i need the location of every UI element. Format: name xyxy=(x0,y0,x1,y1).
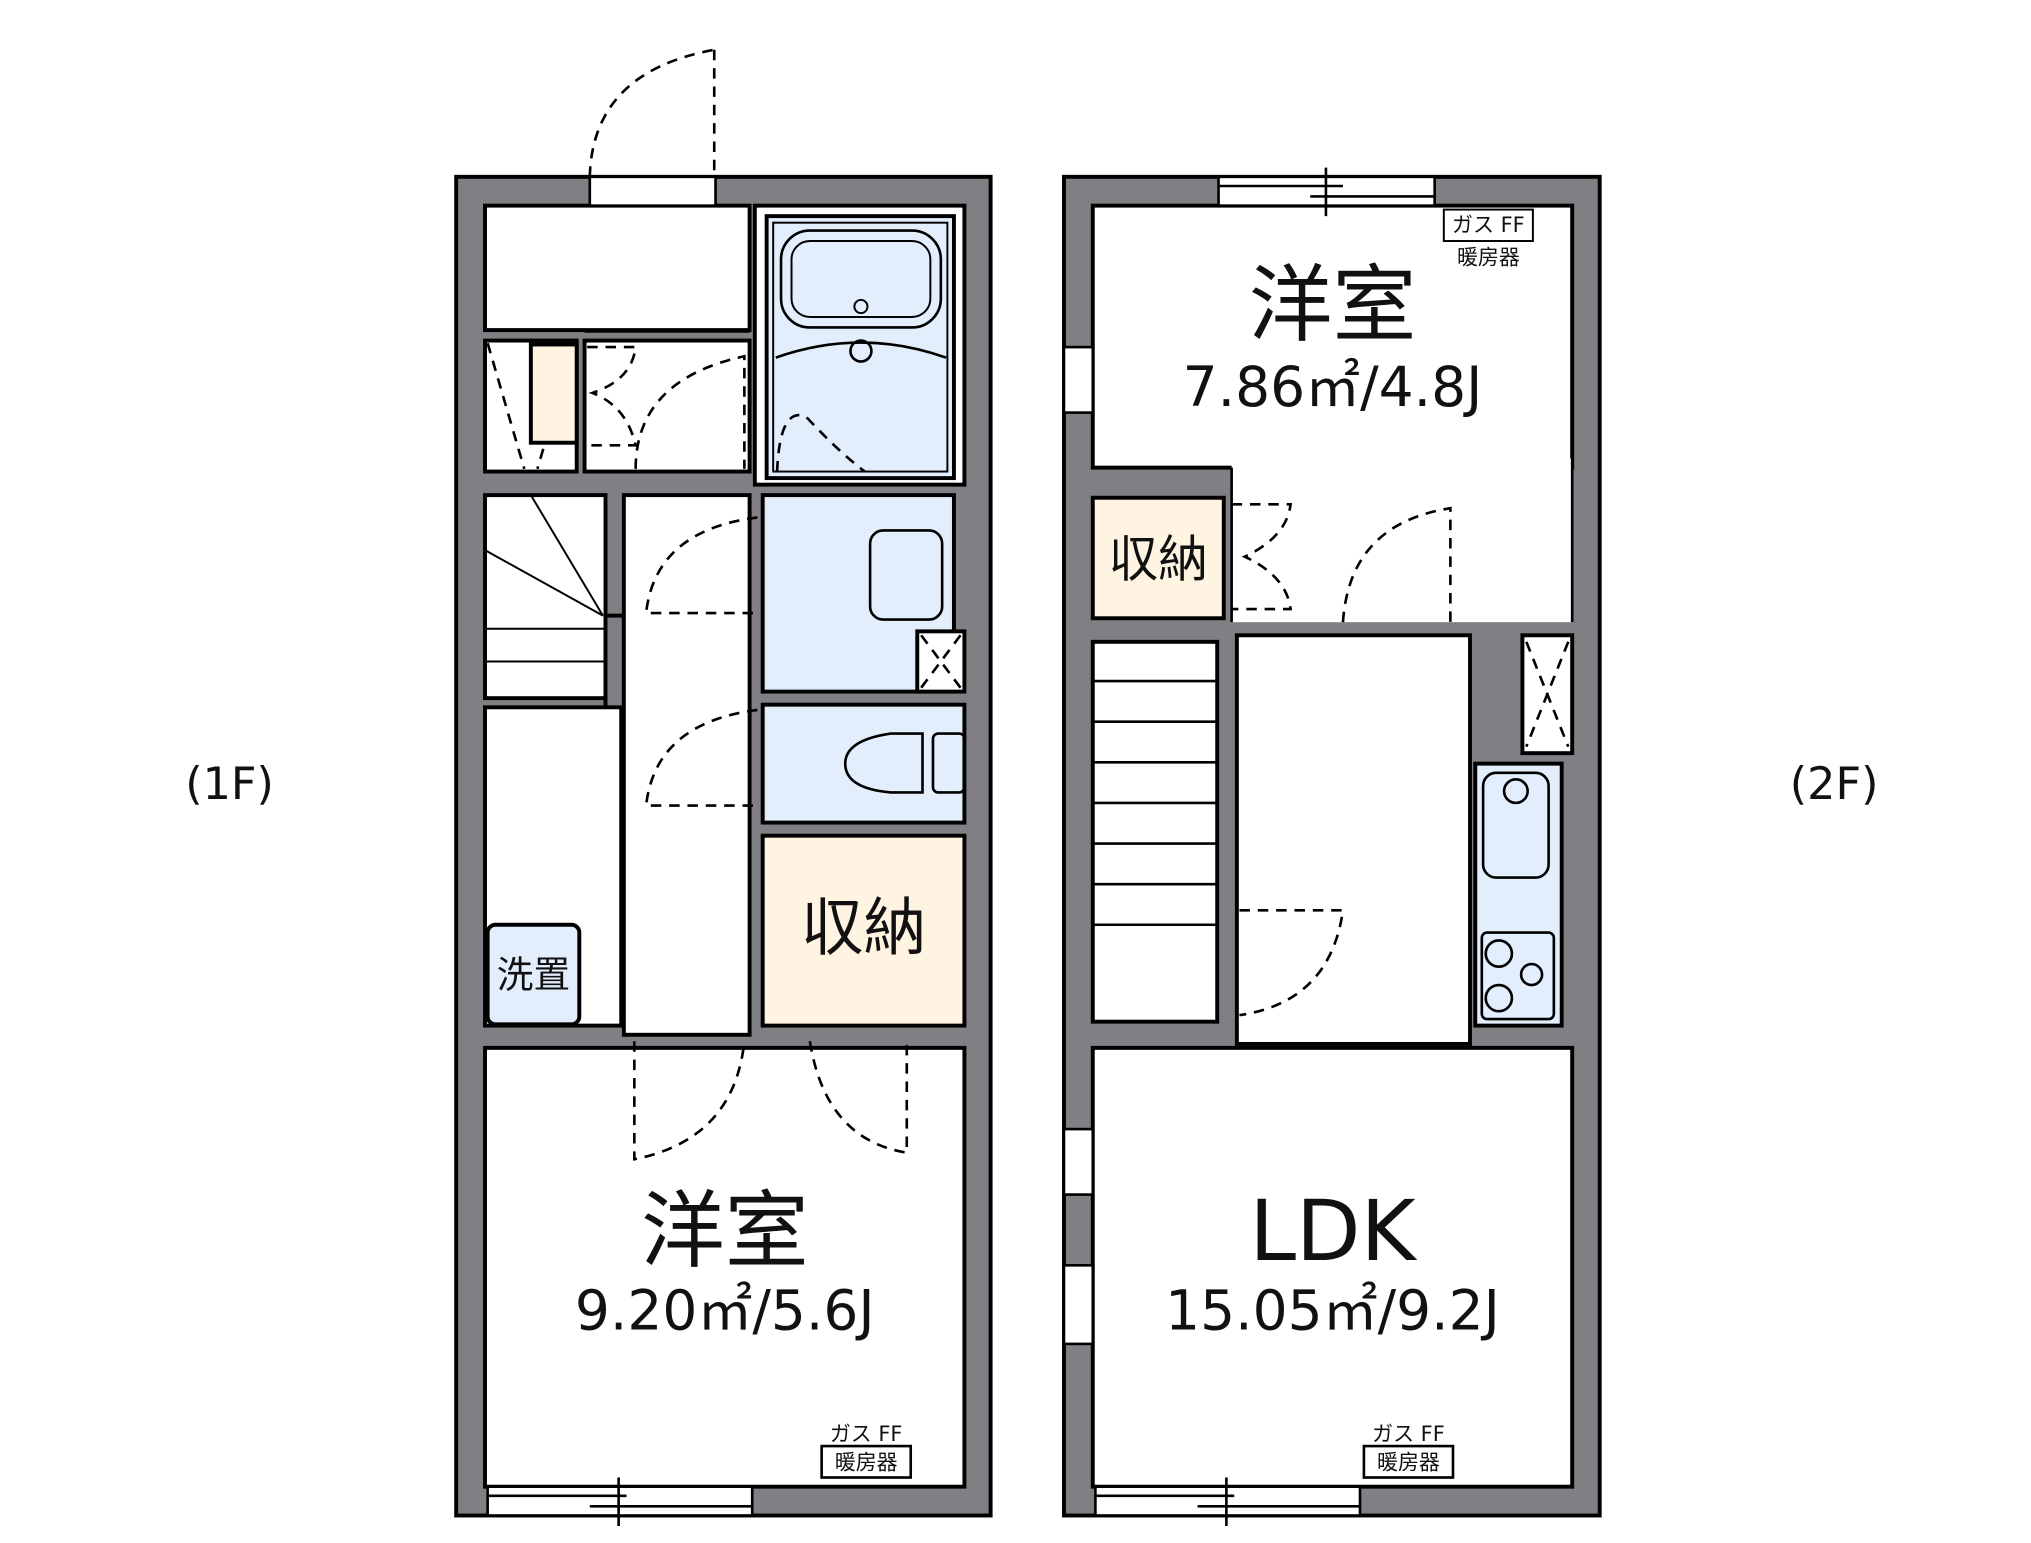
2f-ldk-name: LDK xyxy=(1249,1182,1417,1280)
2f-ldk-window-1 xyxy=(1062,1127,1095,1196)
drain-icon xyxy=(853,298,869,315)
bedroom-door-swing xyxy=(633,1041,746,1161)
2f-bedroom-door-swing xyxy=(1341,506,1452,623)
1f-entrance xyxy=(483,203,752,333)
2f-stair-door-swing xyxy=(1239,909,1345,1017)
1f-hallway xyxy=(621,493,752,1037)
2f-storage xyxy=(1090,495,1226,621)
1f-heater-type: ガス FF xyxy=(830,1422,903,1446)
2f-ldk-window-2 xyxy=(1062,1264,1095,1346)
1f-room-name: 洋室 xyxy=(641,1182,809,1280)
storage-door-swing xyxy=(808,1041,909,1155)
2f-ldk xyxy=(1090,1045,1575,1489)
washbasin-icon xyxy=(868,529,944,621)
toilet-room xyxy=(760,702,967,825)
1f-storage xyxy=(760,833,967,1028)
1f-room-area: 9.20㎡/5.6J xyxy=(575,1278,875,1342)
1f-western-room xyxy=(483,1045,967,1489)
sink-icon xyxy=(1481,771,1550,879)
2f-room-area: 7.86㎡/4.8J xyxy=(1183,355,1483,419)
toilet-door-swing xyxy=(644,708,758,807)
floor-2f: ガス FF 暖房器 洋室 7.86㎡/4.8J 収納 LDK 15.05㎡/9.… xyxy=(1061,167,1879,1526)
2f-room-name: 洋室 xyxy=(1249,256,1417,354)
2f-stairs xyxy=(1090,639,1220,1024)
2f-heater-bottom-label: 暖房器 xyxy=(1377,1451,1440,1475)
2f-storage-door-swing xyxy=(1231,502,1293,611)
2f-heater-bottom-icon xyxy=(1362,1444,1455,1479)
2f-heater-top-type: ガス FF xyxy=(1452,213,1525,237)
washer-label: 洗置 xyxy=(497,954,570,997)
faucet-icon xyxy=(849,339,873,363)
shoe-door-swing xyxy=(587,345,638,447)
1f-heater-icon xyxy=(820,1444,913,1479)
2f-heater-bottom-type: ガス FF xyxy=(1372,1422,1445,1446)
bathroom-door-swing xyxy=(644,516,758,615)
floor-label-1f: (1F) xyxy=(185,758,274,810)
2f-heater-top-label: 暖房器 xyxy=(1457,246,1520,270)
washing-machine-space xyxy=(485,922,582,1027)
1f-storage-label: 収納 xyxy=(801,892,927,965)
vestibule-door-swing xyxy=(634,354,746,469)
toilet-icon xyxy=(843,732,924,794)
stove-icon xyxy=(1480,931,1556,1021)
1f-stairs xyxy=(483,493,608,701)
bathtub-icon xyxy=(779,229,943,329)
1f-heater-label: 暖房器 xyxy=(835,1451,898,1475)
2f-heater-top-icon xyxy=(1442,208,1534,242)
2f-storage-label: 収納 xyxy=(1109,530,1209,588)
2f-ldk-window-bottom xyxy=(1094,1485,1362,1517)
bathroom xyxy=(764,214,956,481)
front-door-opening xyxy=(588,175,717,207)
2f-ldk-area: 15.05㎡/9.2J xyxy=(1165,1278,1500,1342)
2f-side-window xyxy=(1062,345,1095,414)
floor-label-2f: (2F) xyxy=(1790,758,1879,810)
bath-door-swing xyxy=(775,413,866,473)
front-door-swing xyxy=(588,48,715,177)
floor-1f: 洗置 収納 洋室 9.20㎡/5.6J ガス FF 暖房器 xyxy=(185,48,993,1526)
shoe-box xyxy=(528,342,579,445)
2f-hall xyxy=(1234,633,1472,1046)
